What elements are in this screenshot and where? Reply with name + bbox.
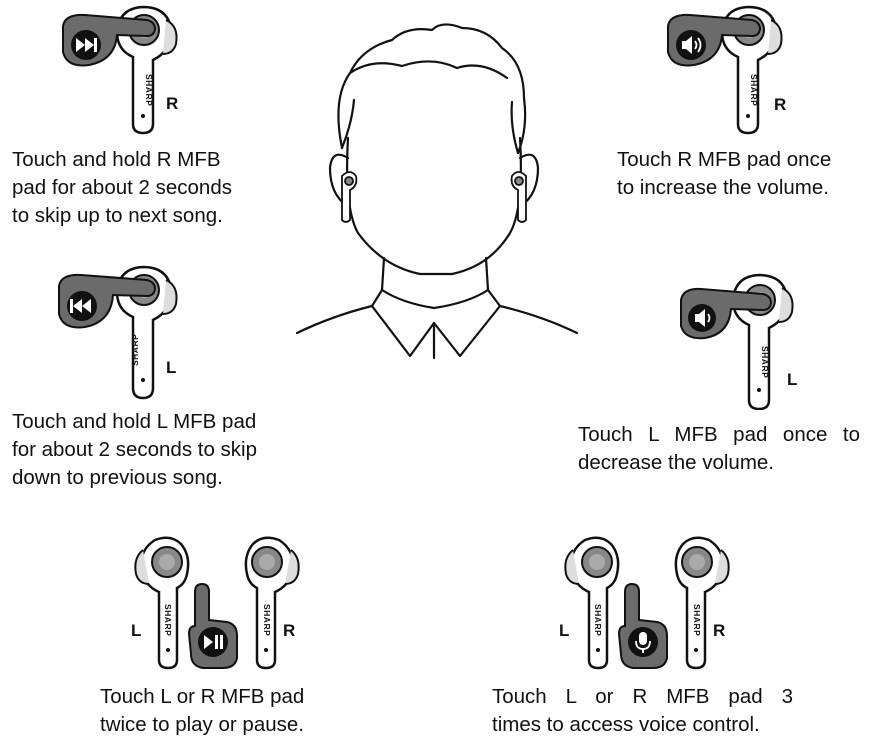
- svg-text:SHARP: SHARP: [163, 604, 173, 636]
- side-label: L: [787, 370, 797, 389]
- left-side-label: L: [559, 621, 569, 640]
- left-side-label: L: [131, 621, 141, 640]
- earbud-skip-forward-figure: SHARP R: [62, 5, 178, 135]
- svg-text:SHARP: SHARP: [262, 604, 272, 636]
- volume-up-icon: [682, 36, 702, 54]
- earbud-volume-up-figure: SHARP R: [667, 5, 786, 135]
- side-label: R: [774, 95, 786, 114]
- volume-up-caption: Touch R MFB pad once to increase the vol…: [617, 148, 832, 199]
- svg-text:SHARP: SHARP: [692, 604, 702, 636]
- skip-forward-icon: [76, 38, 97, 52]
- svg-text:SHARP: SHARP: [749, 74, 759, 106]
- right-side-label: R: [713, 621, 725, 640]
- svg-text:SHARP: SHARP: [593, 604, 603, 636]
- earbud-skip-back-figure: SHARP L: [58, 265, 178, 400]
- microphone-icon: [635, 632, 651, 653]
- earbud-volume-down-figure: SHARP L: [680, 273, 797, 410]
- skip-back-icon: [70, 299, 91, 313]
- svg-text:SHARP: SHARP: [760, 346, 770, 378]
- svg-text:SHARP: SHARP: [130, 334, 140, 366]
- svg-text:SHARP: SHARP: [144, 74, 154, 106]
- earbuds-voice-control-figure: SHARP SHARP L R: [559, 536, 730, 670]
- volume-down-icon: [695, 309, 711, 327]
- play-pause-icon: [204, 635, 223, 649]
- earbuds-play-pause-figure: SHARP SHARP L R: [131, 536, 300, 670]
- skip-next-caption: Touch and hold R MFB pad for about 2 sec…: [12, 148, 232, 227]
- skip-prev-caption: Touch and hold L MFB pad for about 2 sec…: [12, 410, 258, 489]
- right-side-label: R: [283, 621, 295, 640]
- voice-control-caption: Touch L or R MFB pad 3 times to access v…: [492, 685, 793, 736]
- side-label: L: [166, 358, 176, 377]
- play-pause-caption: Touch L or R MFB pad twice to play or pa…: [100, 685, 305, 736]
- head-illustration: [295, 23, 579, 360]
- side-label: R: [166, 94, 178, 113]
- volume-down-caption: Touch L MFB pad once to decrease the vol…: [578, 423, 860, 474]
